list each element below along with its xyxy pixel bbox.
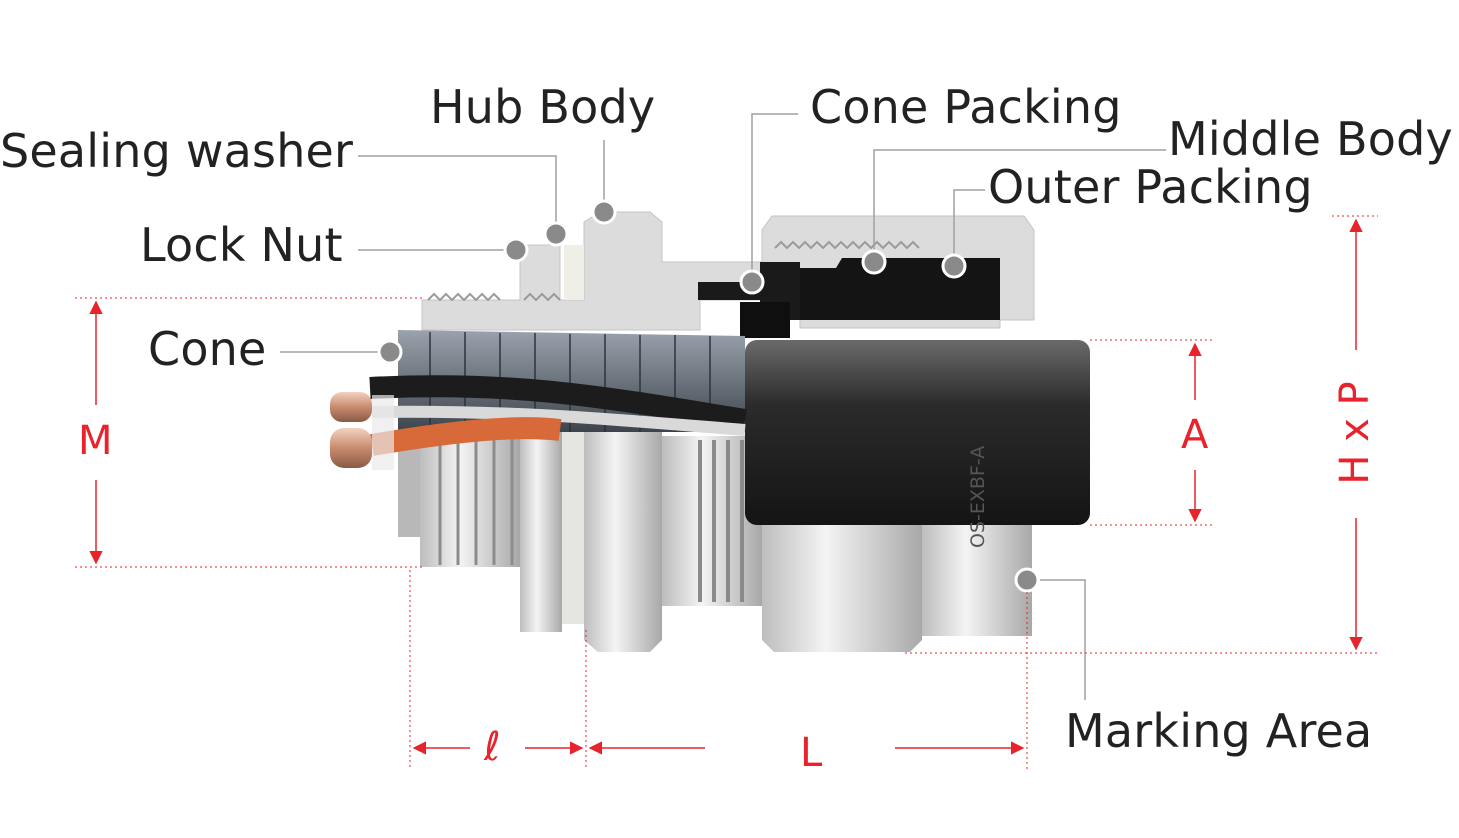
marking-area-text: OS-EXBF-A xyxy=(967,446,989,548)
marker-middle-body xyxy=(861,249,887,275)
callout-markers xyxy=(377,199,1040,593)
marker-sealing-washer xyxy=(543,221,569,247)
label-marking-area: Marking Area xyxy=(1065,704,1373,758)
dimension-label-m: M xyxy=(78,418,113,464)
label-lock-nut: Lock Nut xyxy=(140,218,343,272)
label-hub-body: Hub Body xyxy=(430,80,656,134)
marker-lock-nut xyxy=(503,237,529,263)
dimension-label-l: L xyxy=(800,730,823,776)
label-outer-packing: Outer Packing xyxy=(988,160,1313,214)
label-sealing-washer: Sealing washer xyxy=(0,124,354,178)
dimension-lines xyxy=(75,215,1378,770)
cable-assembly xyxy=(330,330,1090,525)
marker-cone xyxy=(377,339,403,365)
marker-hub-body xyxy=(591,199,617,225)
marker-cone-packing xyxy=(739,269,765,295)
label-middle-body: Middle Body xyxy=(1168,112,1453,166)
gland-upper-half-section xyxy=(421,211,1035,338)
marker-marking-area xyxy=(1014,567,1040,593)
label-cone-packing: Cone Packing xyxy=(810,80,1122,134)
dimension-label-l-small: ℓ xyxy=(484,724,501,770)
marker-outer-packing xyxy=(941,253,967,279)
gland-lower-half xyxy=(398,432,1032,652)
leader-lines xyxy=(280,113,1166,700)
dimension-label-hxp: H x P xyxy=(1332,381,1378,485)
label-cone: Cone xyxy=(148,322,267,376)
dimension-label-a: A xyxy=(1181,412,1209,458)
